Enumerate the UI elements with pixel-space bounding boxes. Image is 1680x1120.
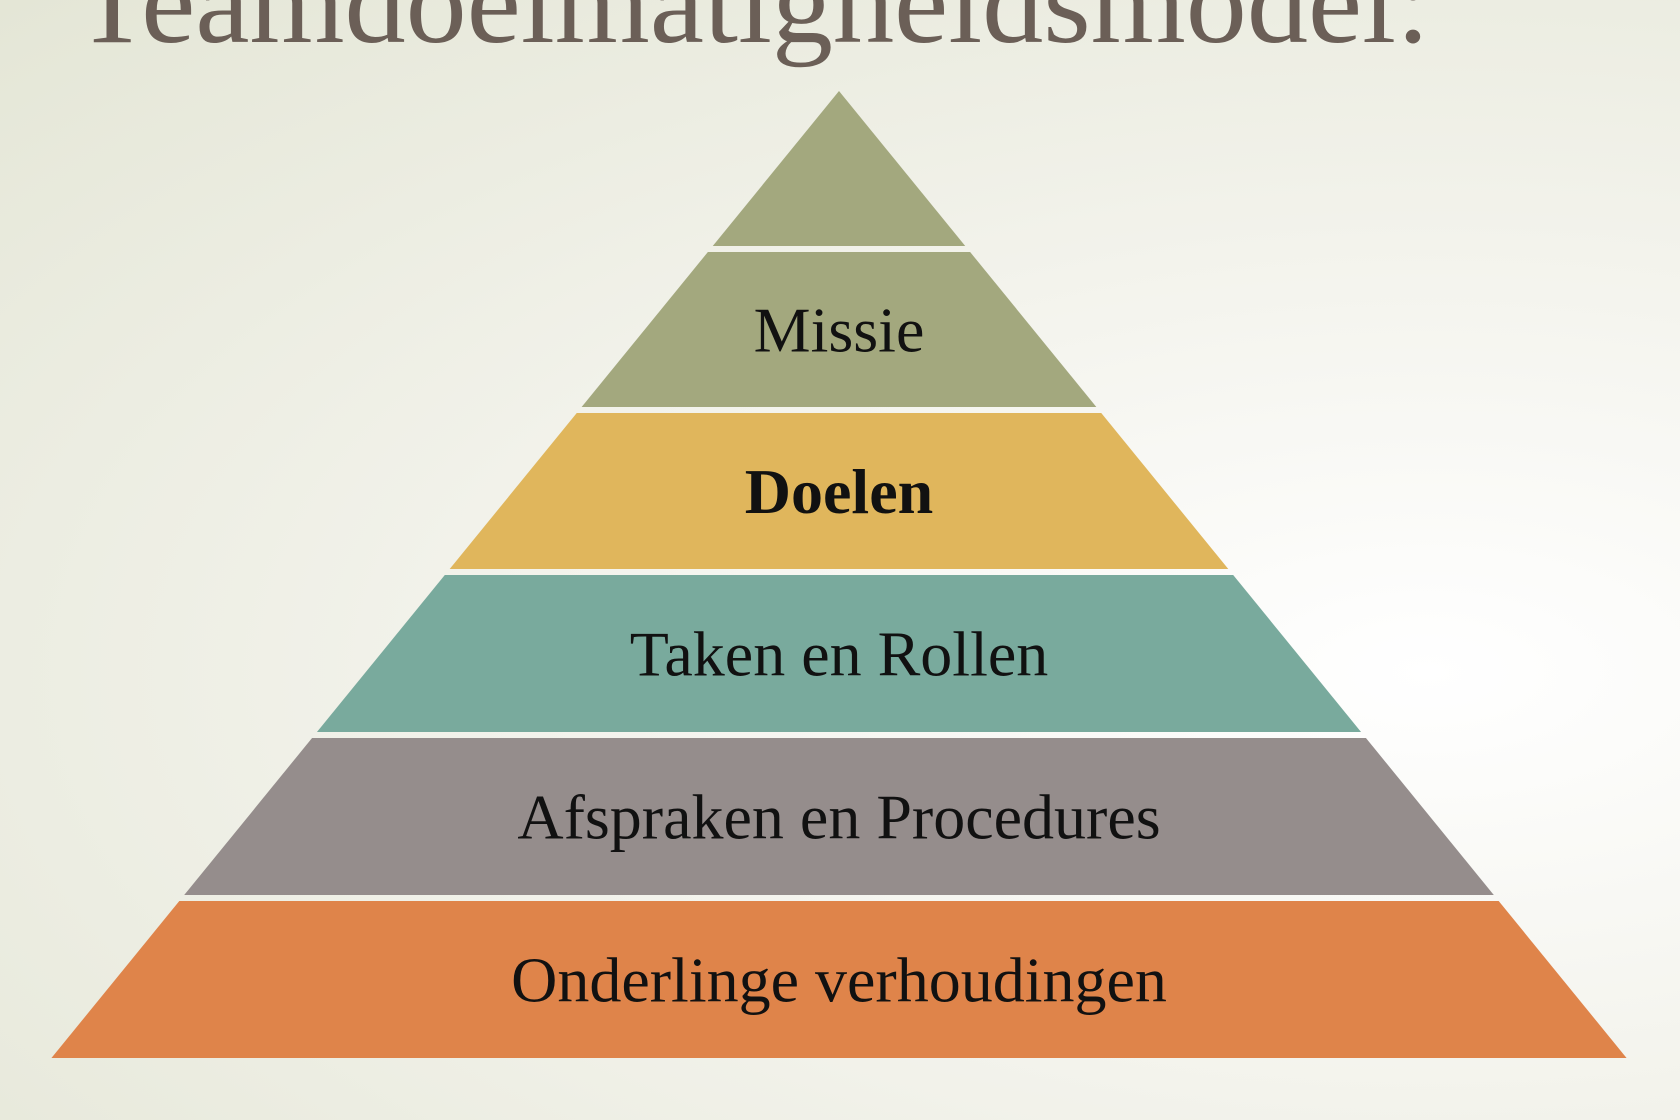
pyramid-layer-label: Afspraken en Procedures: [517, 782, 1160, 853]
pyramid-layer-4: [184, 738, 1494, 895]
pyramid-layer-label: Doelen: [745, 456, 933, 527]
pyramid-layer-2: [449, 413, 1229, 569]
pyramid-layer-label: Missie: [754, 295, 925, 366]
pyramid-layer-label: Taken en Rollen: [630, 619, 1049, 690]
slide-title: Teamdoelmatigheidsmodel:: [75, 0, 1430, 68]
pyramid-layer-0: [712, 91, 966, 246]
pyramid-layer-3: [316, 575, 1362, 732]
pyramid-layer-1: [581, 252, 1097, 407]
pyramid-layer-label: Onderlinge verhoudingen: [511, 945, 1167, 1016]
pyramid-layer-5: [51, 901, 1627, 1058]
